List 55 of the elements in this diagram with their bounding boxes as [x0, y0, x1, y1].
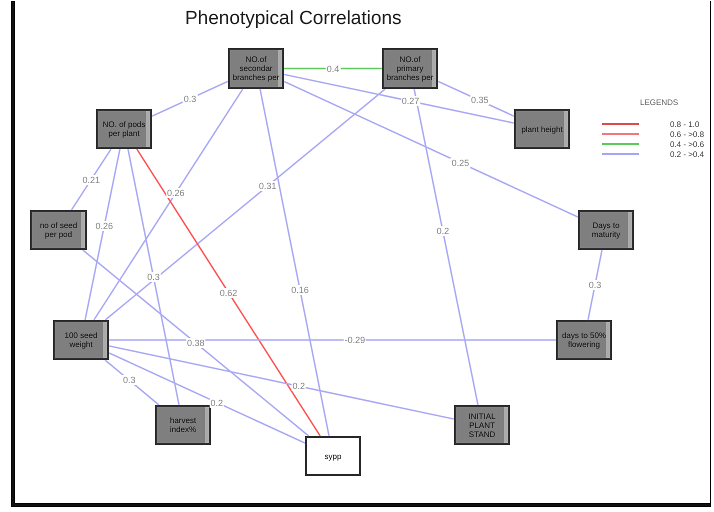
correlation-line [152, 80, 228, 117]
trait-box: harvest index% [155, 405, 211, 445]
correlation-line [284, 68, 382, 70]
correlation-line [82, 249, 310, 437]
edge-label: 0.38 [186, 338, 206, 348]
trait-box: days to 50% flowering [556, 320, 612, 360]
trait-box: sypp [305, 436, 361, 476]
edge-label: 0.2 [436, 226, 450, 236]
correlation-line [127, 148, 180, 406]
edge-label: 0.27 [400, 96, 420, 106]
edge-label: 0.3 [182, 94, 198, 104]
legend-text: 0.4 - >0.6 [670, 140, 704, 149]
edge-label: 0.26 [166, 188, 186, 198]
legend-text: 0.8 - 1.0 [670, 120, 700, 129]
edge-label: 0.16 [290, 285, 310, 296]
correlation-line [108, 345, 454, 420]
edge-label: 0.2 [210, 398, 224, 408]
correlation-line [587, 250, 603, 320]
correlation-line [93, 88, 244, 320]
correlation-line [438, 80, 514, 117]
correlation-line [84, 148, 121, 320]
correlation-line [284, 80, 578, 218]
edge-label: 0.25 [450, 158, 470, 168]
trait-box: NO.of secondar branches per [228, 48, 284, 89]
trait-box: no of seed per pod [30, 210, 87, 250]
correlation-line [70, 148, 112, 210]
edge-label: 0.21 [81, 174, 102, 184]
edge-label: 0.31 [258, 181, 278, 192]
trait-box: plant height [514, 109, 570, 149]
trait-box: NO. of pods per plant [96, 109, 152, 149]
trait-box: NO.of primary branches per [382, 48, 438, 89]
correlation-line [104, 359, 160, 406]
correlation-line [413, 88, 479, 406]
edge-label: 0.35 [470, 95, 490, 106]
edge-label: 0.26 [94, 220, 114, 231]
legend-text: 0.6 - >0.8 [670, 130, 704, 139]
edge-label: 0.2 [292, 381, 306, 392]
correlation-line [284, 74, 514, 124]
diagram-title: Phenotypical Correlations [185, 8, 402, 30]
edge-label: 0.3 [588, 280, 602, 290]
trait-box: Days to maturity [578, 210, 634, 250]
correlation-line [136, 148, 321, 436]
correlation-line [108, 352, 306, 444]
legend-title: LEGENDS [640, 98, 678, 107]
edge-label: -0.29 [344, 335, 366, 345]
legend-text: 0.2 - >0.4 [670, 150, 704, 159]
trait-box: INITIAL PLANT STAND [454, 405, 510, 445]
correlation-line [259, 88, 330, 436]
edge-label: 0.3 [146, 272, 161, 282]
correlation-line [109, 339, 556, 341]
correlation-line [104, 88, 386, 321]
edge-label: 0.62 [218, 288, 238, 298]
trait-box: 100 seed weight [53, 320, 109, 360]
edge-label: 0.4 [326, 64, 340, 74]
edge-label: 0.3 [122, 375, 137, 386]
